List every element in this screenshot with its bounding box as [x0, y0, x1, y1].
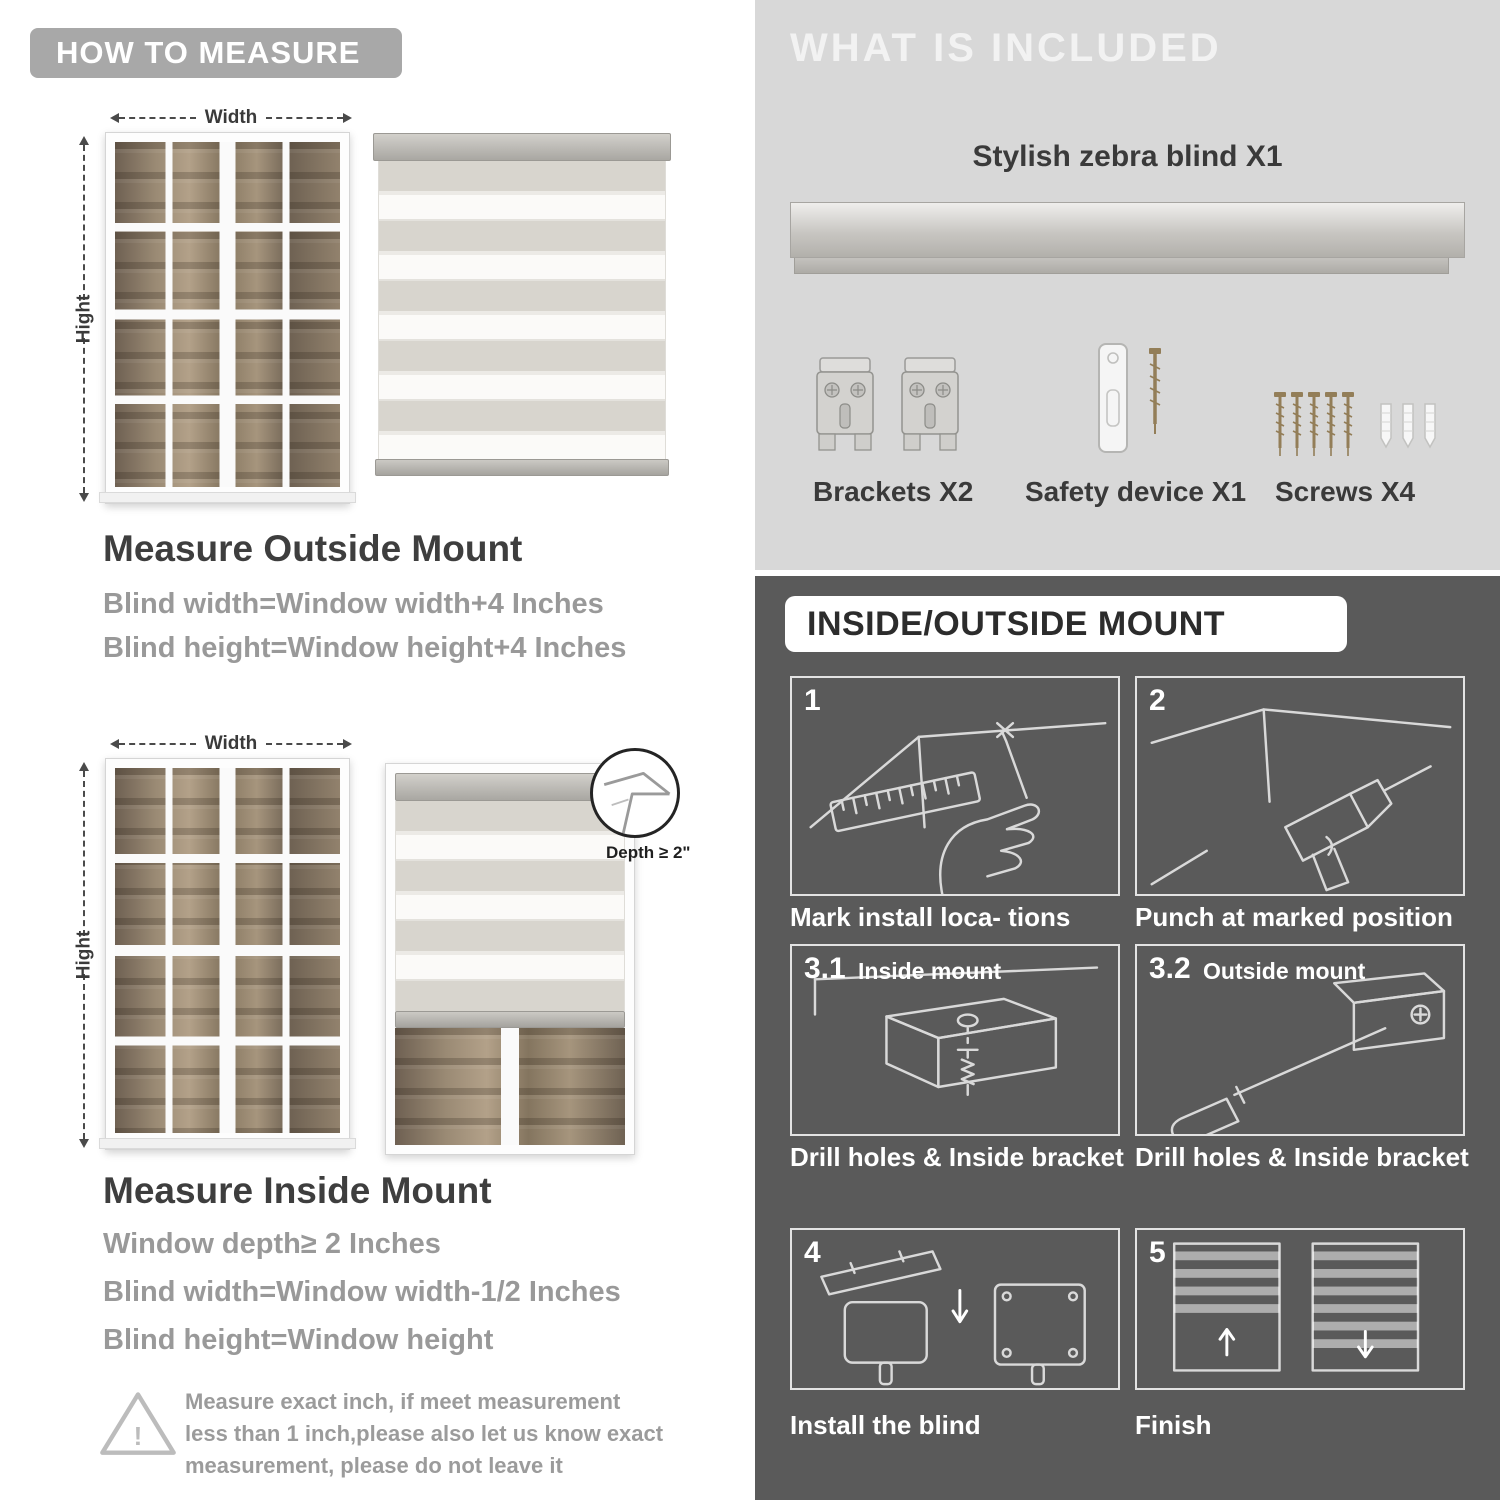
triangle-outline-icon [100, 1392, 176, 1455]
inside-mount-heading: Measure Inside Mount [103, 1170, 492, 1211]
window-panes [115, 142, 340, 487]
window-panes [395, 1028, 625, 1145]
inside-mount-line1: Window depth≥ 2 Inches [103, 1228, 441, 1260]
dashed-line [266, 117, 343, 119]
step-5-caption: Finish [1135, 1410, 1212, 1440]
width-label: Width [204, 107, 258, 128]
window-with-blind-mounted [385, 763, 635, 1155]
step-number: 3.1 [804, 952, 846, 985]
dashed-line [119, 743, 196, 745]
mount-section-title: INSIDE/OUTSIDE MOUNT [785, 596, 1347, 652]
window-panes [115, 768, 340, 1133]
height-label: Hight [73, 930, 95, 980]
step-4-caption: Install the blind [790, 1410, 981, 1440]
outside-mount-line1: Blind width=Window width+4 Inches [103, 588, 604, 620]
zebra-blind-x1-label: Stylish zebra blind X1 [972, 140, 1283, 173]
step-number: 2 [1149, 684, 1166, 717]
inside-bracket-illustration [813, 966, 1099, 1097]
dashed-line [83, 145, 85, 300]
blind-fabric [378, 161, 666, 459]
step-2-caption: Punch at marked position [1135, 902, 1453, 932]
step-2-panel: 2 [1135, 676, 1465, 896]
depth-callout-label: Depth ≥ 2" [606, 843, 691, 862]
dashed-line [83, 771, 85, 936]
window-sill [99, 1138, 356, 1149]
arrow-right-icon [343, 113, 352, 123]
arrow-up-icon [79, 136, 89, 145]
blind-bottom-rail [395, 1011, 625, 1028]
step-number: 4 [804, 1236, 821, 1269]
height-label: Hight [73, 294, 95, 344]
blind-bottom-rail [375, 459, 669, 476]
dashed-line [83, 338, 85, 493]
height-arrow-inside: Hight [73, 762, 95, 1148]
step-3-2-panel: 3.2 Outside mount [1135, 944, 1465, 1136]
how-to-measure-banner: HOW TO MEASURE [30, 28, 402, 78]
arrow-up-icon [79, 762, 89, 771]
warning-text: Measure exact inch, if meet measurement … [185, 1389, 664, 1478]
width-label: Width [204, 733, 258, 754]
step-number: 1 [804, 684, 821, 717]
outside-mount-line2: Blind height=Window height+4 Inches [103, 632, 627, 664]
dashed-line [266, 743, 343, 745]
warning-triangle-icon: ! [98, 1388, 178, 1460]
blind-cassette [373, 133, 671, 161]
arrow-left-icon [110, 113, 119, 123]
arrow-down-icon [79, 1139, 89, 1148]
step-sub-label: Outside mount [1203, 958, 1366, 984]
arrow-left-icon [110, 739, 119, 749]
brackets-icon [816, 357, 959, 451]
headrail-lip [794, 258, 1449, 274]
depth-zoom-callout [590, 748, 680, 838]
arrow-down-icon [79, 493, 89, 502]
inside-mount-line3: Blind height=Window height [103, 1324, 494, 1356]
step-4-panel: 4 [790, 1228, 1120, 1390]
brackets-label: Brackets X2 [813, 476, 974, 507]
step-sub-label: Inside mount [858, 958, 1002, 984]
window-illustration-inside [99, 758, 356, 1150]
what-is-included-section: WHAT IS INCLUDED Stylish zebra blind X1 [755, 0, 1500, 570]
finish-illustration [1172, 1242, 1420, 1372]
step-1-caption: Mark install loca- tions [790, 902, 1071, 932]
window-illustration-outside [99, 132, 356, 504]
outside-mount-heading: Measure Outside Mount [103, 528, 523, 569]
step-5-panel: 5 [1135, 1228, 1465, 1390]
width-arrow-inside: Width [110, 733, 352, 754]
step-number: 5 [1149, 1236, 1166, 1269]
step-3-1-caption: Drill holes & Inside bracket [790, 1142, 1124, 1172]
install-blind-illustration [820, 1250, 1086, 1386]
window-sill [99, 492, 356, 503]
blind-fabric [395, 801, 625, 1011]
zebra-blind-illustration-outside [373, 133, 671, 476]
mount-instructions-section: INSIDE/OUTSIDE MOUNT 1 Mark install loca… [755, 576, 1500, 1500]
step-3-1-panel: 3.1 Inside mount [790, 944, 1120, 1136]
step-3-2-caption: Drill holes & Inside bracket [1135, 1142, 1469, 1172]
screws-label: Screws X4 [1275, 476, 1416, 507]
exclamation-mark: ! [133, 1421, 143, 1451]
dashed-line [83, 974, 85, 1139]
dashed-line [119, 117, 196, 119]
outside-bracket-illustration [1170, 972, 1446, 1134]
blind-cassette [395, 773, 625, 801]
arrow-right-icon [343, 739, 352, 749]
headrail-bar [790, 202, 1465, 258]
drill-illustration [1150, 708, 1452, 892]
step-1-panel: 1 [790, 676, 1120, 896]
height-arrow-outside: Hight [73, 136, 95, 502]
safety-device-label: Safety device X1 [1025, 476, 1247, 507]
mark-locations-illustration [809, 721, 1107, 894]
inside-mount-line2: Blind width=Window width-1/2 Inches [103, 1276, 621, 1308]
width-arrow-outside: Width [110, 107, 352, 128]
safety-device-icon [1098, 343, 1161, 453]
screws-icon [1272, 390, 1436, 458]
window-corner-zoom-icon [603, 772, 671, 835]
what-is-included-title: WHAT IS INCLUDED [790, 26, 1222, 70]
mounted-blind [395, 773, 625, 1145]
zebra-blind-headrail-illustration [790, 202, 1465, 274]
step-number: 3.2 [1149, 952, 1191, 985]
